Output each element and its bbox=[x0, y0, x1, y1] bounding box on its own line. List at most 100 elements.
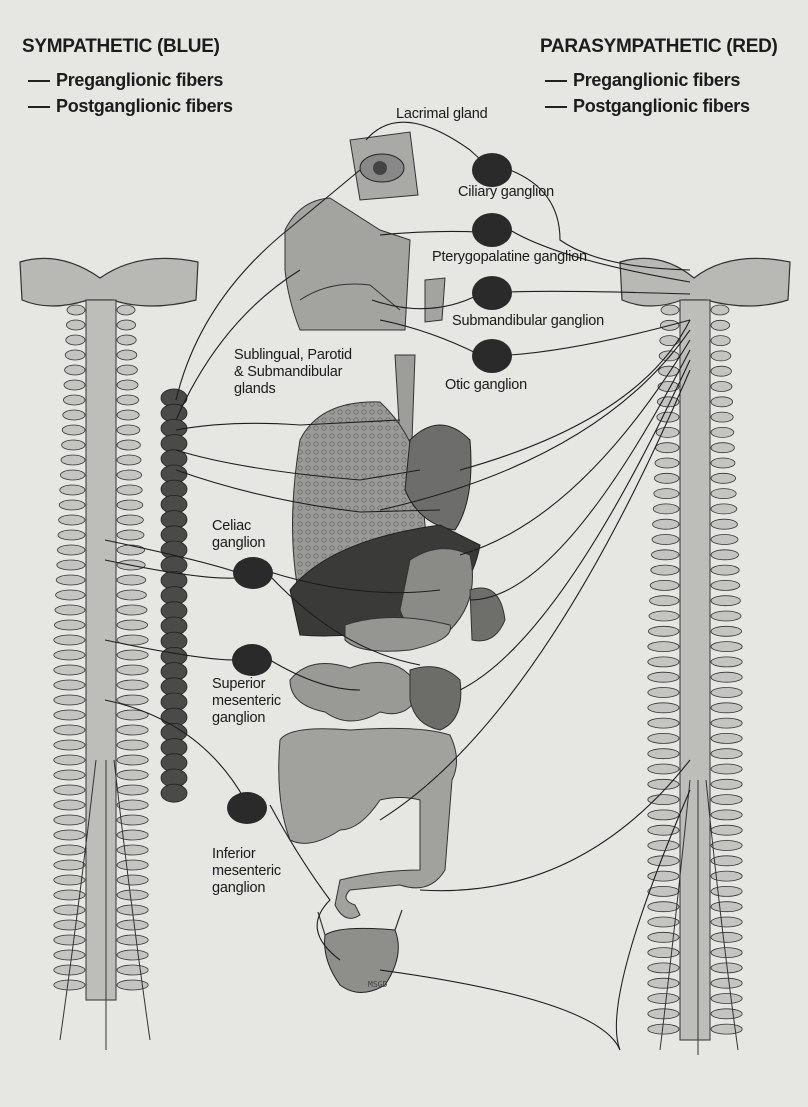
vertebra-process bbox=[710, 702, 743, 714]
sympathetic-fibers bbox=[104, 169, 441, 961]
vertebra-process bbox=[710, 625, 743, 637]
vertebra-process bbox=[650, 564, 680, 576]
salivary-glands-label: Sublingual, Parotid & Submandibular glan… bbox=[234, 347, 352, 398]
vertebra-process bbox=[710, 335, 731, 347]
vertebra-process bbox=[710, 656, 743, 668]
vertebra-process bbox=[647, 717, 680, 729]
kidney-illustration bbox=[409, 666, 462, 731]
lacrimal-gland-label: Lacrimal gland bbox=[396, 106, 488, 122]
vertebra-process bbox=[710, 977, 743, 989]
right-spinal-cord bbox=[619, 257, 791, 1055]
left-cauda-equina bbox=[59, 759, 151, 1050]
vertebra-process bbox=[116, 979, 149, 991]
inferior-mesenteric-ganglion-icon bbox=[227, 792, 267, 824]
vertebra-process bbox=[116, 544, 146, 556]
vertebra-process bbox=[116, 874, 149, 886]
vertebra-process bbox=[710, 564, 740, 576]
parasympathetic-postganglionic-legend: Postganglionic fibers bbox=[545, 96, 750, 117]
vertebra-process bbox=[55, 574, 86, 586]
vertebra-process bbox=[53, 739, 86, 751]
vertebra-process bbox=[657, 381, 680, 392]
otic-ganglion-label: Otic ganglion bbox=[445, 377, 528, 393]
ganglia bbox=[227, 153, 512, 824]
vertebra-process bbox=[649, 580, 680, 591]
legend-label: Postganglionic fibers bbox=[56, 96, 233, 116]
vertebra-process bbox=[116, 394, 140, 406]
vertebra-process bbox=[116, 379, 139, 391]
vertebra-process bbox=[710, 365, 732, 377]
vertebra-process bbox=[116, 439, 141, 451]
vertebra-process bbox=[710, 1008, 743, 1020]
vertebra-process bbox=[710, 610, 742, 622]
legend-label: Preganglionic fibers bbox=[56, 70, 224, 90]
vertebra-process bbox=[116, 454, 142, 466]
vertebra-process bbox=[647, 1008, 680, 1020]
vertebra-process bbox=[647, 901, 680, 913]
vertebra-process bbox=[710, 488, 737, 500]
parasympathetic-fibers bbox=[365, 121, 691, 1051]
right-vertebral-column bbox=[679, 299, 711, 1041]
vertebra-process bbox=[710, 580, 741, 591]
pterygopalatine-ganglion-icon bbox=[472, 213, 512, 247]
vertebra-process bbox=[58, 514, 86, 526]
vertebra-process bbox=[647, 671, 680, 683]
vertebra-process bbox=[53, 919, 86, 931]
vertebra-process bbox=[710, 518, 738, 530]
vertebra-process bbox=[651, 549, 680, 561]
vertebra-process bbox=[53, 874, 86, 886]
vertebra-process bbox=[647, 886, 680, 897]
vertebra-process bbox=[710, 549, 740, 561]
right-skull-base-icon bbox=[619, 257, 791, 307]
right-cauda-equina bbox=[659, 779, 739, 1055]
vertebra-process bbox=[647, 641, 680, 652]
vertebra-process bbox=[57, 529, 86, 541]
vertebra-process bbox=[116, 319, 137, 331]
vertebra-process bbox=[116, 829, 149, 841]
vertebra-process bbox=[53, 979, 86, 991]
vertebra-process bbox=[116, 634, 149, 646]
vertebra-process bbox=[710, 396, 734, 408]
vertebra-process bbox=[710, 411, 734, 423]
vertebra-process bbox=[53, 904, 86, 916]
vertebra-process bbox=[647, 840, 680, 851]
vertebra-process bbox=[651, 534, 680, 545]
vertebra-process bbox=[61, 424, 86, 436]
vertebra-process bbox=[116, 334, 137, 346]
vertebra-process bbox=[53, 829, 86, 841]
vertebra-process bbox=[53, 694, 86, 706]
vertebra-process bbox=[710, 671, 743, 683]
vertebra-process bbox=[53, 769, 86, 781]
vertebra-process bbox=[710, 993, 743, 1004]
vertebra-process bbox=[53, 949, 86, 961]
vertebra-process bbox=[710, 947, 743, 958]
spleen-illustration bbox=[469, 587, 506, 642]
vertebra-process bbox=[53, 844, 86, 856]
vertebra-process bbox=[647, 656, 680, 668]
vertebra-process bbox=[60, 454, 86, 466]
vertebra-process bbox=[53, 934, 86, 946]
vertebra-process bbox=[710, 901, 743, 913]
vertebra-process bbox=[53, 634, 86, 646]
vertebra-process bbox=[710, 304, 730, 316]
legend-dash-icon bbox=[28, 106, 50, 109]
nasal-oral-cavity-illustration bbox=[284, 197, 446, 331]
vertebra-process bbox=[656, 411, 680, 423]
vertebra-process bbox=[660, 304, 680, 316]
vertebra-process bbox=[653, 488, 680, 500]
vertebra-process bbox=[116, 889, 149, 901]
vertebra-process bbox=[710, 687, 743, 698]
vertebra-process bbox=[659, 335, 680, 347]
legend-label: Preganglionic fibers bbox=[573, 70, 741, 90]
vertebra-process bbox=[116, 709, 149, 721]
superior-mesenteric-ganglion-icon bbox=[232, 644, 272, 676]
vertebra-process bbox=[116, 574, 147, 586]
left-vertebrae bbox=[53, 304, 149, 991]
vertebra-process bbox=[654, 472, 680, 484]
vertebra-process bbox=[58, 499, 86, 511]
parasympathetic-title: PARASYMPATHETIC (RED) bbox=[540, 36, 778, 57]
label-line: Celiac bbox=[212, 518, 252, 534]
vertebra-process bbox=[116, 859, 149, 871]
vertebra-process bbox=[116, 739, 149, 751]
vertebra-process bbox=[710, 870, 743, 882]
label-line: Inferior bbox=[212, 846, 256, 862]
